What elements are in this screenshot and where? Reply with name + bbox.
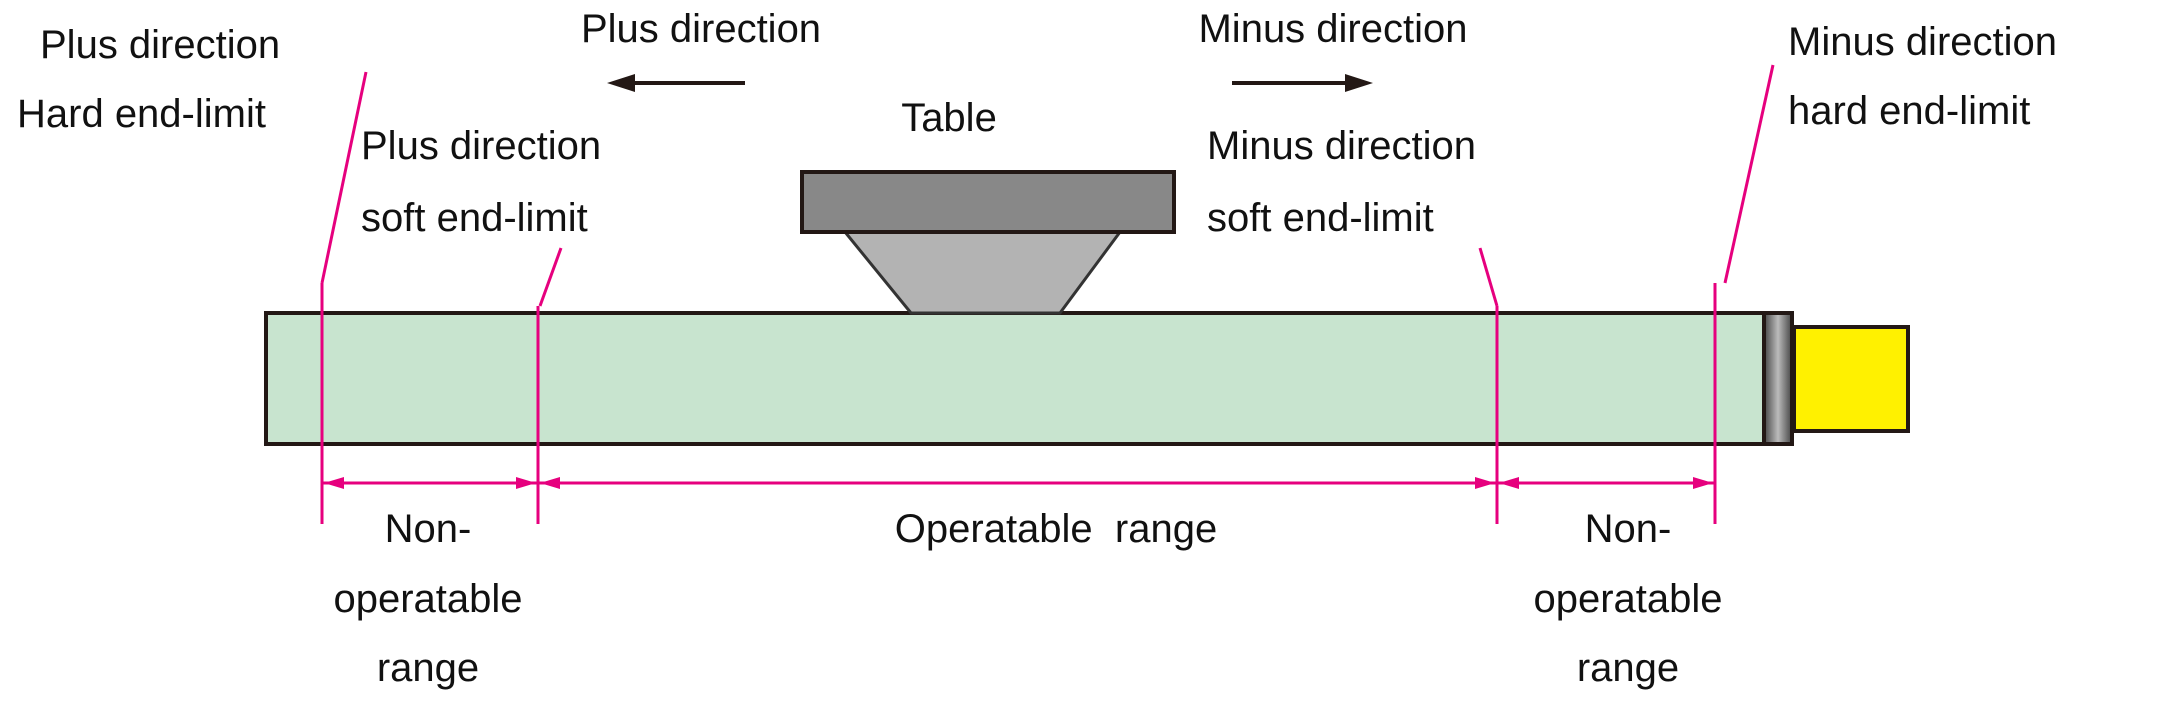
- minus-hard-limit-label-2: hard end-limit: [1788, 89, 2030, 133]
- plus-direction-arrow: [607, 74, 745, 92]
- operatable-range-label: Operatable range: [895, 507, 1217, 551]
- end-cap: [1762, 311, 1794, 446]
- rail: [264, 311, 1768, 446]
- minus-hard-limit-label-1: Minus direction: [1788, 20, 2057, 64]
- plus-hard-limit-label-2: Hard end-limit: [17, 92, 266, 136]
- plus-hard-leader: [320, 71, 368, 284]
- table-base: [841, 230, 1123, 315]
- non-operatable-right-1: Non-: [1585, 507, 1672, 551]
- non-operatable-right-2: operatable: [1533, 577, 1722, 621]
- plus-hard-limit-label-1: Plus direction: [40, 23, 280, 67]
- plus-soft-limit-label-2: soft end-limit: [361, 196, 588, 240]
- non-operatable-left-1: Non-: [385, 507, 472, 551]
- minus-direction-arrow: [1232, 74, 1373, 92]
- minus-soft-leader: [1478, 247, 1499, 307]
- non-operatable-right-3: range: [1577, 646, 1679, 690]
- minus-direction-label: Minus direction: [1198, 7, 1467, 51]
- plus-soft-limit-label-1: Plus direction: [361, 124, 601, 168]
- table-label: Table: [901, 96, 997, 140]
- motor: [1792, 325, 1910, 433]
- minus-soft-limit-label-1: Minus direction: [1207, 124, 1476, 168]
- non-operatable-left-3: range: [377, 646, 479, 690]
- minus-hard-leader: [1723, 64, 1775, 284]
- minus-soft-limit-label-2: soft end-limit: [1207, 196, 1434, 240]
- dimension-arrowheads: [324, 477, 1713, 489]
- non-operatable-left-2: operatable: [333, 577, 522, 621]
- plus-soft-leader: [538, 247, 563, 307]
- plus-direction-label: Plus direction: [581, 7, 821, 51]
- table-top: [800, 170, 1176, 234]
